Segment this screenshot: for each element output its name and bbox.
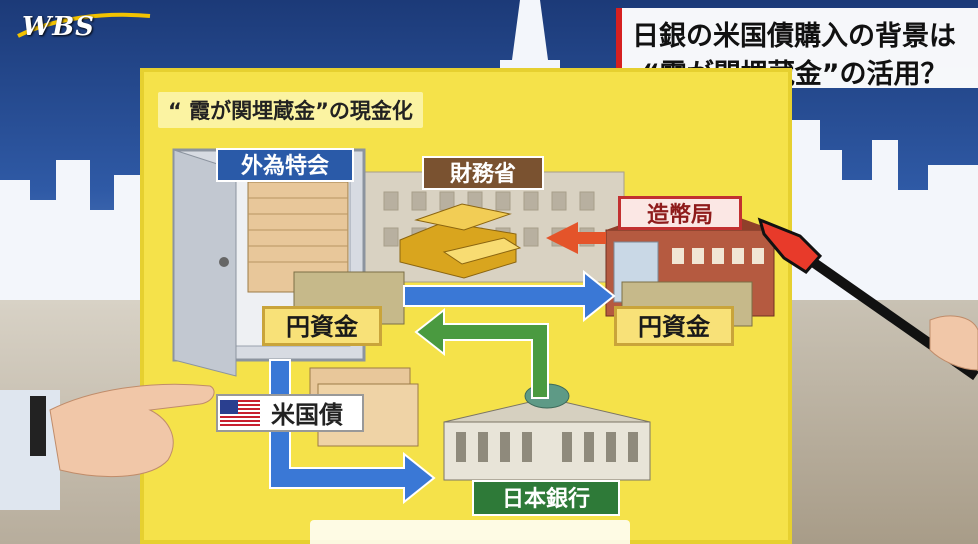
pointer-stick — [757, 217, 978, 381]
label-nichigin: 日本銀行 — [472, 480, 620, 516]
arrow-green-icon — [414, 307, 549, 399]
pointer-hand-icon — [757, 217, 823, 274]
label-bond-text: 米国債 — [271, 401, 343, 429]
board-title: “ 霞が関埋蔵金”の現金化 — [158, 92, 423, 128]
logo-swoosh-icon — [17, 12, 151, 38]
us-flag-icon — [220, 400, 260, 426]
label-gaitame: 外為特会 — [216, 148, 354, 182]
arrow-blue-right-icon — [403, 269, 616, 323]
arrow-red-icon — [546, 222, 606, 254]
label-zouhei: 造幣局 — [618, 196, 742, 230]
explanation-board: “ 霞が関埋蔵金”の現金化 — [140, 68, 792, 544]
boj-building-icon — [443, 383, 651, 481]
label-zaimu: 財務省 — [422, 156, 544, 190]
monitor-edge — [310, 520, 630, 544]
channel-logo: WBS — [22, 12, 95, 42]
label-yen-right: 円資金 — [614, 306, 734, 346]
caption-line-1: 日銀の米国債購入の背景は — [632, 21, 956, 52]
label-yen-left: 円資金 — [262, 306, 382, 346]
gold-bars-icon — [399, 203, 522, 279]
presenter-hand-left — [0, 383, 215, 510]
